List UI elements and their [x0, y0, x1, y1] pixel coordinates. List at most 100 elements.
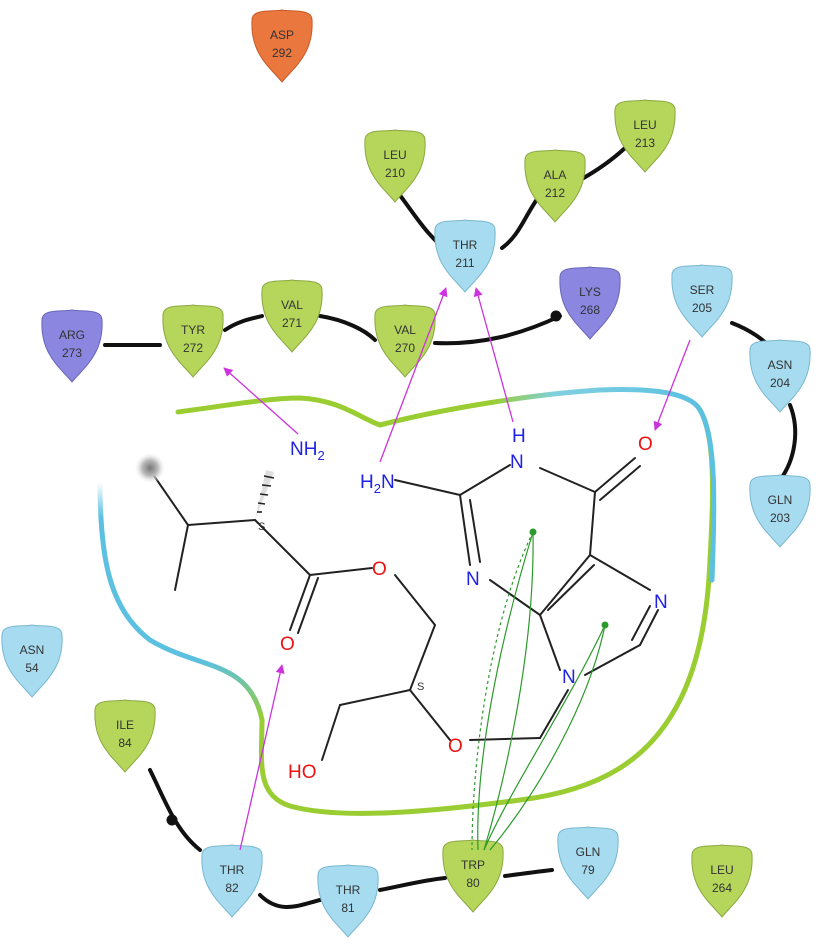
residue-marker [162, 304, 224, 378]
pocket-top-gradient [377, 387, 703, 428]
pocket-right-edge [258, 407, 716, 816]
residue-leu264: LEU 264 [691, 844, 753, 918]
residue-marker [559, 266, 621, 340]
ring-nh-n: N [510, 452, 524, 473]
residue-marker [261, 279, 323, 353]
methyl-shadow-marker [134, 452, 166, 484]
ligand-stereo-wedges [255, 470, 275, 520]
backbone-connections [103, 146, 798, 909]
residue-name: VAL [394, 323, 416, 337]
residue-thr82: THR 82 [201, 844, 263, 918]
hydroxyl-group: HO [288, 762, 317, 783]
residue-number: 264 [712, 881, 732, 895]
residue-marker [749, 474, 811, 548]
residue-name: LEU [633, 118, 656, 132]
residue-marker [374, 304, 436, 378]
stereo-label-2: S [417, 681, 424, 693]
residue-number: 203 [770, 511, 790, 525]
amine-nh2-top: NH2 [290, 439, 325, 463]
residue-number: 54 [25, 661, 39, 675]
residue-thr211: THR 211 [434, 219, 496, 293]
residue-marker [434, 219, 496, 293]
residue-marker [1, 624, 63, 698]
residue-number: 292 [272, 46, 292, 60]
residue-thr81: THR 81 [317, 864, 379, 938]
residue-number: 79 [581, 863, 595, 877]
residue-number: 210 [385, 166, 405, 180]
amine-h2n-left: H2N [360, 472, 395, 496]
stereo-label-1: S [258, 521, 265, 533]
residue-name: LYS [579, 285, 601, 299]
residue-name: THR [220, 863, 245, 877]
residue-name: ARG [59, 328, 85, 342]
residue-marker [614, 99, 676, 173]
residue-name: ASN [20, 643, 45, 657]
pocket-top-green [175, 395, 383, 428]
pocket-right-blue [697, 407, 717, 583]
residue-marker [201, 844, 263, 918]
residue-name: LEU [383, 148, 406, 162]
residue-number: 273 [62, 346, 82, 360]
residue-name: GLN [576, 845, 601, 859]
residue-name: ASP [270, 28, 294, 42]
residue-marker [442, 839, 504, 913]
hbond-arrows [223, 287, 691, 851]
ligand-skeleton [149, 457, 659, 761]
residue-name: ILE [116, 718, 134, 732]
residue-number: 205 [692, 301, 712, 315]
residue-ala212: ALA 212 [524, 149, 586, 223]
residue-number: 271 [282, 316, 302, 330]
residue-number: 80 [466, 876, 480, 890]
residue-number: 82 [225, 881, 239, 895]
residue-number: 213 [635, 136, 655, 150]
pocket-left-edge [97, 479, 265, 723]
ester-oxygen: O [372, 559, 387, 580]
binding-pocket-outline [97, 387, 717, 816]
carbonyl-oxygen: O [638, 434, 653, 455]
residue-number: 204 [770, 376, 790, 390]
residue-arg273: ARG 273 [41, 309, 103, 383]
residue-trp80: TRP 80 [442, 839, 504, 913]
residue-leu210: LEU 210 [364, 129, 426, 203]
ring-n3: N [466, 569, 480, 590]
residue-name: TYR [181, 323, 205, 337]
residue-asn204: ASN 204 [749, 339, 811, 413]
residue-ile84: ILE 84 [94, 699, 156, 773]
residue-number: 84 [118, 736, 132, 750]
residue-name: VAL [281, 298, 303, 312]
residue-marker [251, 9, 313, 83]
residue-name: THR [453, 238, 478, 252]
residue-marker [691, 844, 753, 918]
residue-number: 211 [455, 256, 474, 270]
residue-number: 268 [580, 303, 600, 317]
residue-name: LEU [710, 863, 733, 877]
residue-name: ASN [768, 358, 793, 372]
residue-name: TRP [461, 858, 485, 872]
residue-val271: VAL 271 [261, 279, 323, 353]
residue-marker [364, 129, 426, 203]
ether-oxygen: O [448, 736, 463, 757]
residue-name: THR [336, 883, 361, 897]
residue-lys268: LYS 268 [559, 266, 621, 340]
ring-nh-h: H [512, 426, 526, 447]
ring-n9: N [562, 667, 576, 688]
residue-gln79: GLN 79 [557, 826, 619, 900]
residue-name: ALA [544, 168, 567, 182]
residue-number: 81 [341, 901, 355, 915]
ring-n7: N [654, 592, 668, 613]
ligand-atom-labels: NH2 H2N H N O N N N O O O HO S S [258, 426, 668, 783]
residue-tyr272: TYR 272 [162, 304, 224, 378]
residue-number: 272 [183, 341, 203, 355]
residue-number: 212 [545, 186, 565, 200]
residue-marker [524, 149, 586, 223]
residue-marker [94, 699, 156, 773]
residue-marker [671, 264, 733, 338]
residue-asp292: ASP 292 [251, 9, 313, 83]
residue-marker [317, 864, 379, 938]
residue-marker [749, 339, 811, 413]
